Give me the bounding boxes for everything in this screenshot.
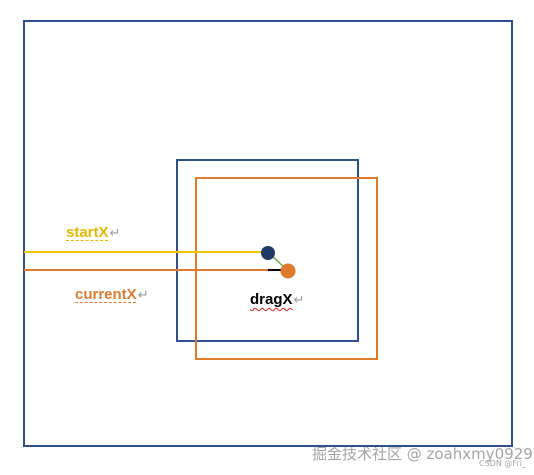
current-position-box	[195, 177, 378, 360]
outer-container-box	[23, 20, 513, 447]
start-x-text: startX	[66, 224, 109, 241]
return-mark: ↵	[293, 292, 305, 307]
start-point-dot	[261, 246, 275, 260]
return-mark: ↵	[137, 287, 149, 302]
drag-x-text: dragX	[250, 291, 293, 308]
watermark-main: 掘金技术社区 @ zoahxmy0929	[312, 445, 533, 463]
current-x-label: currentX↵	[75, 286, 149, 304]
drag-x-label: dragX↵	[250, 291, 304, 309]
current-x-text: currentX	[75, 286, 137, 303]
watermark-small: CSDN @Fri_	[479, 459, 526, 468]
start-x-label: startX↵	[66, 224, 120, 242]
start-position-box	[176, 159, 359, 342]
current-point-dot	[280, 263, 296, 279]
return-mark: ↵	[109, 225, 121, 240]
